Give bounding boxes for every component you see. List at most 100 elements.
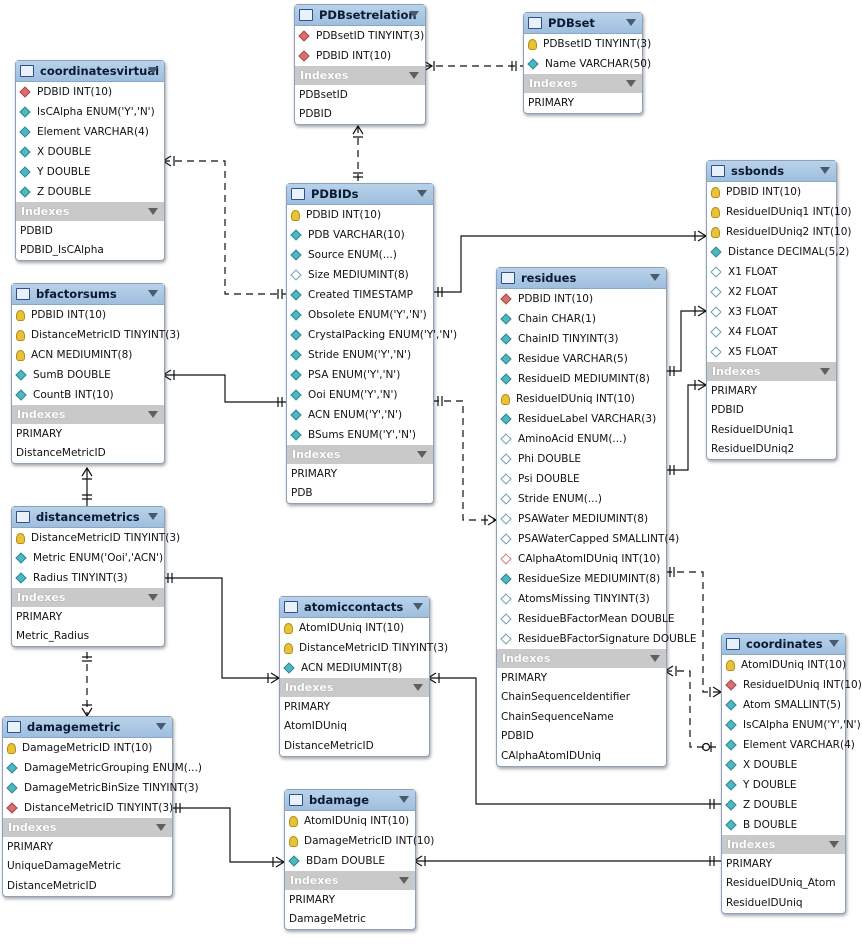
column-row[interactable]: ResidueID MEDIUMINT(8) <box>497 369 666 389</box>
column-row[interactable]: Source ENUM(...) <box>287 245 433 265</box>
collapse-arrow-icon[interactable] <box>626 80 636 87</box>
index-item[interactable]: PDBID <box>299 108 332 121</box>
column-row[interactable]: Stride ENUM(...) <box>497 489 666 509</box>
collapse-arrow-icon[interactable] <box>148 208 158 215</box>
collapse-arrow-icon[interactable] <box>820 368 830 375</box>
column-row[interactable]: ResidueLabel VARCHAR(3) <box>497 409 666 429</box>
index-item[interactable]: ResidueIDUniq2 <box>711 443 795 456</box>
column-row[interactable]: ResidueIDUniq1 INT(10) <box>707 202 852 222</box>
indexes-header[interactable]: Indexes <box>12 588 164 607</box>
table-header[interactable]: PDBset <box>524 13 642 34</box>
column-row[interactable]: PDBsetID TINYINT(3) <box>295 26 425 46</box>
column-row[interactable]: ResidueIDUniq INT(10) <box>497 389 666 409</box>
column-row[interactable]: ResidueSize MEDIUMINT(8) <box>497 569 666 589</box>
indexes-header[interactable]: Indexes <box>287 445 433 464</box>
table-header[interactable]: damagemetric <box>3 717 172 738</box>
collapse-arrow-icon[interactable] <box>417 451 427 458</box>
column-row[interactable]: X DOUBLE <box>722 755 845 775</box>
collapse-arrow-icon[interactable] <box>148 290 158 297</box>
column-row[interactable]: PSAWater MEDIUMINT(8) <box>497 509 666 529</box>
column-row[interactable]: PSA ENUM('Y','N') <box>287 365 433 385</box>
column-row[interactable]: DistanceMetricID TINYINT(3) <box>280 638 448 658</box>
column-row[interactable]: DistanceMetricID TINYINT(3) <box>12 325 180 345</box>
column-row[interactable]: Z DOUBLE <box>16 182 164 202</box>
column-row[interactable]: PDBsetID TINYINT(3) <box>524 34 651 54</box>
table-header[interactable]: atomiccontacts <box>280 597 429 618</box>
index-item[interactable]: PDBID <box>20 224 53 237</box>
indexes-header[interactable]: Indexes <box>295 66 425 85</box>
index-item[interactable]: CAlphaAtomIDUniq <box>501 749 602 762</box>
column-row[interactable]: ACN ENUM('Y','N') <box>287 405 433 425</box>
column-row[interactable]: X3 FLOAT <box>707 302 836 322</box>
index-item[interactable]: PRIMARY <box>16 427 63 440</box>
collapse-arrow-icon[interactable] <box>409 72 419 79</box>
table-header[interactable]: bfactorsums <box>12 284 164 305</box>
collapse-arrow-icon[interactable] <box>829 640 839 647</box>
column-row[interactable]: DistanceMetricID TINYINT(3) <box>3 798 173 818</box>
column-row[interactable]: Atom SMALLINT(5) <box>722 695 845 715</box>
index-item[interactable]: PRIMARY <box>289 893 336 906</box>
collapse-arrow-icon[interactable] <box>156 723 166 730</box>
table-header[interactable]: PDBIDs <box>287 184 433 205</box>
column-row[interactable]: Size MEDIUMINT(8) <box>287 265 433 285</box>
column-row[interactable]: PDBID INT(10) <box>707 182 836 202</box>
index-item[interactable]: ResidueIDUniq <box>726 896 803 909</box>
table-header[interactable]: coordinates <box>722 634 845 655</box>
table-header[interactable]: coordinatesvirtual <box>16 61 164 82</box>
column-row[interactable]: PDBID INT(10) <box>295 46 425 66</box>
column-row[interactable]: Y DOUBLE <box>722 775 845 795</box>
table-header[interactable]: distancemetrics <box>12 507 164 528</box>
column-row[interactable]: Obsolete ENUM('Y','N') <box>287 305 433 325</box>
column-row[interactable]: ResidueBFactorSignature DOUBLE <box>497 629 697 649</box>
indexes-header[interactable]: Indexes <box>12 405 164 424</box>
column-row[interactable]: PDBID INT(10) <box>497 289 666 309</box>
collapse-arrow-icon[interactable] <box>409 11 419 18</box>
column-row[interactable]: Name VARCHAR(50) <box>524 54 651 74</box>
column-row[interactable]: SumB DOUBLE <box>12 365 164 385</box>
column-row[interactable]: ACN MEDIUMINT(8) <box>280 658 429 678</box>
index-item[interactable]: DistanceMetricID <box>16 447 106 460</box>
column-row[interactable]: CrystalPacking ENUM('Y','N') <box>287 325 457 345</box>
index-item[interactable]: PDB <box>291 487 313 500</box>
column-row[interactable]: ChainID TINYINT(3) <box>497 329 666 349</box>
column-row[interactable]: ACN MEDIUMINT(8) <box>12 345 164 365</box>
column-row[interactable]: X1 FLOAT <box>707 262 836 282</box>
indexes-header[interactable]: Indexes <box>285 871 415 890</box>
index-item[interactable]: PRIMARY <box>291 467 338 480</box>
column-row[interactable]: ResidueIDUniq2 INT(10) <box>707 222 852 242</box>
index-item[interactable]: ChainSequenceName <box>501 710 614 723</box>
column-row[interactable]: DamageMetricGrouping ENUM(...) <box>3 758 202 778</box>
index-item[interactable]: UniqueDamageMetric <box>7 860 121 873</box>
index-item[interactable]: PDBID <box>711 404 744 417</box>
indexes-header[interactable]: Indexes <box>524 74 642 93</box>
column-row[interactable]: Phi DOUBLE <box>497 449 666 469</box>
column-row[interactable]: Element VARCHAR(4) <box>722 735 855 755</box>
table-header[interactable]: bdamage <box>285 790 415 811</box>
column-row[interactable]: X DOUBLE <box>16 142 164 162</box>
index-item[interactable]: DistanceMetricID <box>7 879 97 892</box>
indexes-header[interactable]: Indexes <box>707 362 836 381</box>
column-row[interactable]: Radius TINYINT(3) <box>12 568 164 588</box>
index-item[interactable]: ResidueIDUniq1 <box>711 423 795 436</box>
column-row[interactable]: AtomIDUniq INT(10) <box>285 811 415 831</box>
collapse-arrow-icon[interactable] <box>417 190 427 197</box>
column-row[interactable]: CAlphaAtomIDUniq INT(10) <box>497 549 666 569</box>
indexes-header[interactable]: Indexes <box>722 835 845 854</box>
table-header[interactable]: PDBsetrelation <box>295 5 425 26</box>
collapse-arrow-icon[interactable] <box>148 594 158 601</box>
collapse-arrow-icon[interactable] <box>148 67 158 74</box>
column-row[interactable]: PDB VARCHAR(10) <box>287 225 433 245</box>
collapse-arrow-icon[interactable] <box>650 274 660 281</box>
column-row[interactable]: AtomsMissing TINYINT(3) <box>497 589 666 609</box>
index-item[interactable]: PRIMARY <box>711 384 758 397</box>
column-row[interactable]: Created TIMESTAMP <box>287 285 433 305</box>
collapse-arrow-icon[interactable] <box>399 796 409 803</box>
column-row[interactable]: Distance DECIMAL(5,2) <box>707 242 849 262</box>
column-row[interactable]: BSums ENUM('Y','N') <box>287 425 433 445</box>
